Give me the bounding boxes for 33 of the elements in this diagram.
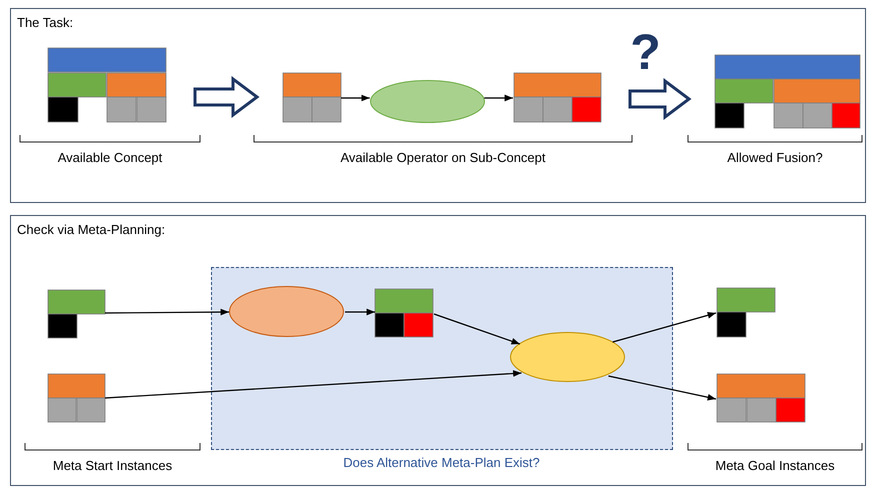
block-stack-drawing <box>48 290 104 338</box>
bracket-label: Meta Start Instances <box>52 458 174 473</box>
operator-ellipse <box>370 80 484 122</box>
block-arrow <box>194 76 260 118</box>
operator-ellipse <box>510 332 625 382</box>
arrow <box>434 313 520 345</box>
operator-ellipse <box>229 286 344 337</box>
panel-title: Check via Meta-Planning: <box>17 222 166 237</box>
block-stack-drawing <box>48 374 104 422</box>
block-stack-drawing <box>716 374 804 422</box>
arrow <box>612 312 716 343</box>
panel <box>10 8 866 203</box>
arrow <box>105 308 230 316</box>
region-caption: Does Alternative Meta-Plan Exist? <box>342 454 541 470</box>
block-stack-drawing <box>375 289 433 337</box>
arrow <box>341 94 370 102</box>
panel <box>10 215 866 486</box>
bracket-label: Allowed Fusion? <box>726 150 824 165</box>
block-stack-drawing <box>716 288 774 336</box>
arrow <box>608 375 716 401</box>
block-arrow <box>628 78 692 120</box>
bracket-label: Meta Goal Instances <box>714 458 836 473</box>
block-stack-drawing <box>48 48 166 122</box>
block-stack-drawing <box>282 72 340 122</box>
arrow <box>104 370 522 399</box>
edge-label: ? <box>630 27 661 77</box>
arrow <box>345 308 375 316</box>
bracket-label: Available Concept <box>56 150 164 165</box>
arrow <box>484 94 513 102</box>
block-stack-drawing <box>514 72 600 122</box>
panel-title: The Task: <box>17 15 74 30</box>
bracket-label: Available Operator on Sub-Concept <box>340 150 546 165</box>
block-stack-drawing <box>714 54 860 128</box>
